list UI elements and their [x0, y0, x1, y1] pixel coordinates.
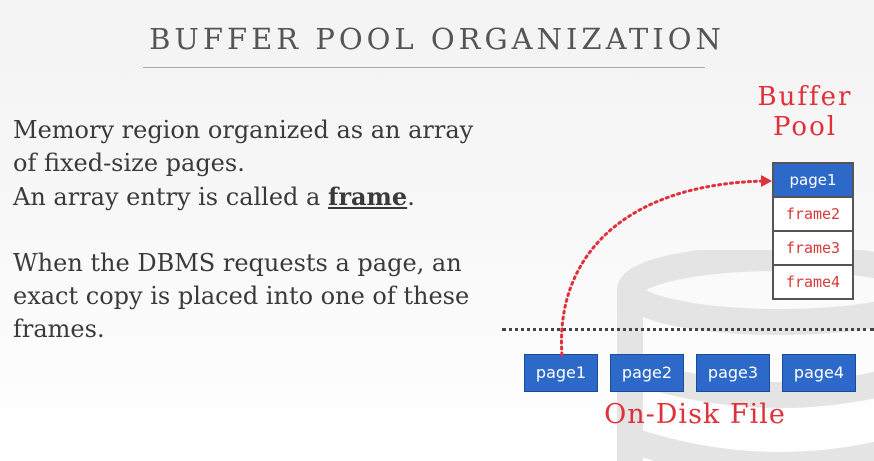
frame-slot-4: frame4 [774, 264, 852, 298]
frame-slot-3: frame3 [774, 230, 852, 264]
on-disk-file-label: On-Disk File [604, 399, 786, 430]
buffer-pool: page1 frame2 frame3 frame4 [772, 162, 854, 300]
title-divider [143, 67, 705, 68]
slide-title: BUFFER POOL ORGANIZATION [149, 22, 725, 56]
frame-slot-2: frame2 [774, 196, 852, 230]
term-frame: frame [328, 182, 408, 211]
paragraph-memory-region: Memory region organized as an array of f… [13, 114, 493, 214]
paragraph1-line1: Memory region organized as an array [13, 116, 474, 144]
paragraph1-line3: An array entry is called a frame. [13, 180, 493, 214]
buffer-pool-label-line1: Buffer [757, 82, 853, 112]
frame-slot-1: page1 [774, 164, 852, 196]
paragraph2-line1: When the DBMS requests a page, an [13, 249, 462, 277]
paragraph1-line3-suffix: . [407, 183, 415, 211]
disk-page-3: page3 [696, 354, 770, 392]
buffer-pool-label-line2: Pool [772, 112, 838, 142]
disk-page-4: page4 [782, 354, 856, 392]
paragraph2-line2: exact copy is placed into one of these [13, 282, 470, 310]
disk-page-2: page2 [610, 354, 684, 392]
paragraph1-line2: of fixed-size pages. [13, 149, 245, 177]
memory-disk-separator [502, 328, 874, 331]
paragraph2-line3: frames. [13, 315, 105, 343]
buffer-pool-label: Buffer Pool [740, 82, 870, 142]
paragraph-dbms-request: When the DBMS requests a page, an exact … [13, 247, 493, 346]
paragraph1-line3-prefix: An array entry is called a [13, 183, 328, 211]
